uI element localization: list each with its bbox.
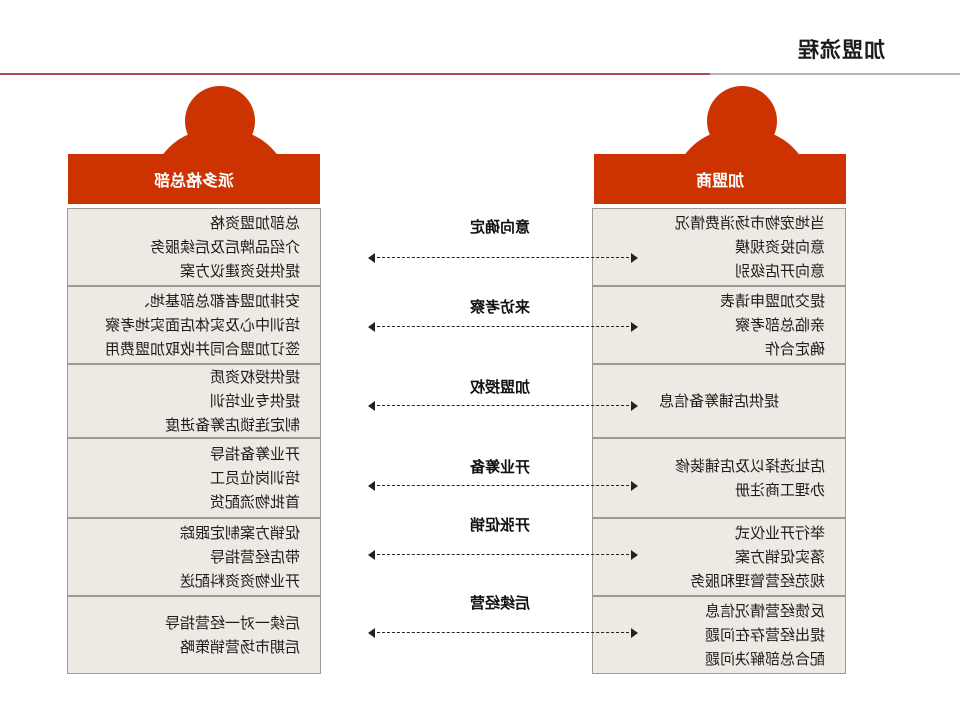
cell-line: 开业物资资料配送 xyxy=(179,572,300,590)
step-label: 加盟授权 xyxy=(470,378,531,396)
right-step-cell: 促销方案制定跟踪 带店经营指导 开业物资资料配送 xyxy=(67,518,321,596)
right-step-cell: 后续一对一经营指导 后期市场营销策略 xyxy=(67,596,321,674)
step-label: 开张促销 xyxy=(470,516,531,534)
left-party-label: 加盟商 xyxy=(696,171,745,190)
cell-line: 首批物流配货 xyxy=(209,493,300,511)
cell-line: 规范经营管理和服务 xyxy=(689,572,825,590)
cell-line: 促销方案制定跟踪 xyxy=(179,524,300,542)
page-title: 加盟流程 xyxy=(797,38,885,62)
cell-line: 签订加盟合同并收取加盟费用 xyxy=(104,340,300,358)
cell-line: 介绍品牌后及后续服务 xyxy=(149,238,300,256)
right-step-cell: 总部加盟资格 介绍品牌后及后续服务 提供投资建议方案 xyxy=(67,208,321,286)
cell-line: 带店经营指导 xyxy=(209,548,300,566)
cell-line: 提供投资建议方案 xyxy=(179,262,300,280)
cell-line: 培训中心及实体店面实地考察 xyxy=(104,316,300,334)
title-rule-accent xyxy=(710,73,960,75)
right-step-cell: 安排加盟者都总部基地、 培训中心及实体店面实地考察 签订加盟合同并收取加盟费用 xyxy=(67,286,321,364)
cell-line: 后期市场营销策略 xyxy=(179,638,300,656)
cell-line: 配合总部解决问题 xyxy=(704,650,825,668)
cell-line: 开业筹备指导 xyxy=(209,445,300,463)
double-arrow xyxy=(368,550,638,560)
left-step-cell: 店址选择以及店铺装修 办理工商注册 xyxy=(592,438,846,518)
double-arrow xyxy=(368,253,638,263)
right-party-label: 派多格总部 xyxy=(154,171,235,190)
step-label: 来访考察 xyxy=(470,298,531,316)
double-arrow xyxy=(368,401,638,411)
right-step-cell: 提供授权资质 提供专业培训 制定连锁店筹备进度 xyxy=(67,364,321,438)
step-label: 后续经营 xyxy=(470,594,531,612)
double-arrow xyxy=(368,628,638,638)
cell-line: 培训岗位员工 xyxy=(209,469,300,487)
left-step-cell: 当地宠物市场消费情况 意向投资规模 意向开店级别 xyxy=(592,208,846,286)
step-label: 开业筹备 xyxy=(470,458,531,476)
cell-line: 安排加盟者都总部基地、 xyxy=(134,292,300,310)
cell-line: 制定连锁店筹备进度 xyxy=(164,416,300,434)
right-party-header: 派多格总部 xyxy=(68,154,320,204)
cell-line: 后续一对一经营指导 xyxy=(164,614,300,632)
right-step-cell: 开业筹备指导 培训岗位员工 首批物流配货 xyxy=(67,438,321,518)
cell-line: 提供店铺筹备信息 xyxy=(659,392,780,410)
cell-line: 确定合作 xyxy=(764,340,825,358)
double-arrow xyxy=(368,322,638,332)
cell-line: 店址选择以及店铺装修 xyxy=(674,457,825,475)
cell-line: 反馈经营情况信息 xyxy=(704,602,825,620)
cell-line: 提交加盟申请表 xyxy=(719,292,825,310)
step-label: 意向确定 xyxy=(470,218,531,236)
cell-line: 总部加盟资格 xyxy=(209,214,300,232)
cell-line: 当地宠物市场消费情况 xyxy=(674,214,825,232)
cell-line: 提供授权资质 xyxy=(209,368,300,386)
double-arrow xyxy=(368,481,638,491)
left-party-header: 加盟商 xyxy=(594,154,846,204)
cell-line: 提供专业培训 xyxy=(209,392,300,410)
cell-line: 举行开业仪式 xyxy=(734,524,825,542)
